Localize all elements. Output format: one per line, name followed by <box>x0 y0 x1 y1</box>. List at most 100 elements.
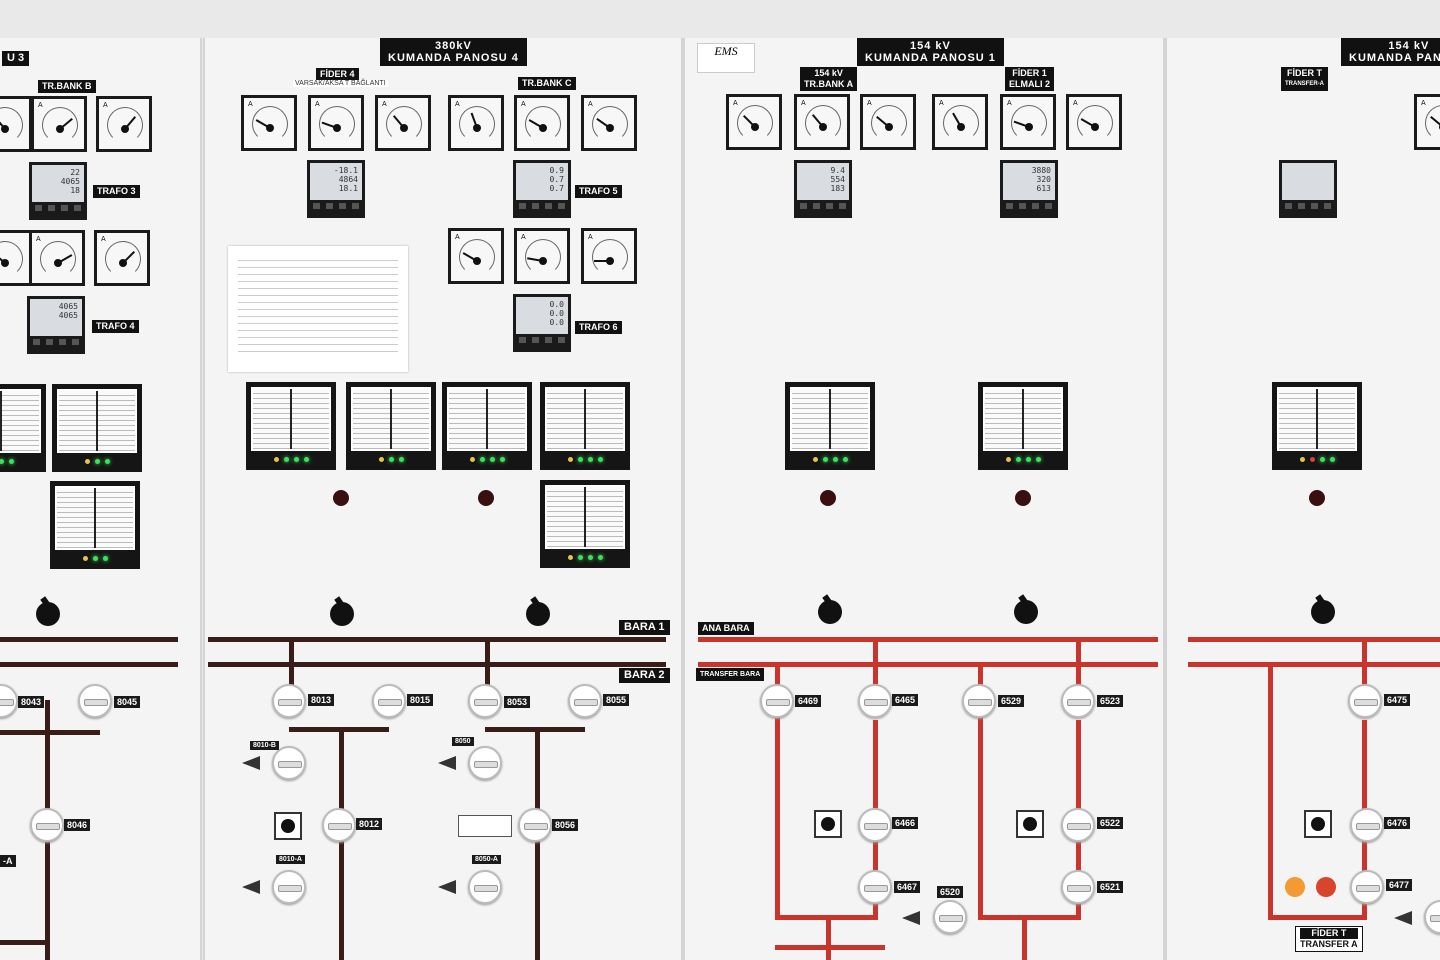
analog-ammeter: A <box>29 230 85 286</box>
busbar-2 <box>0 662 178 667</box>
disconnector-8053[interactable] <box>468 684 502 718</box>
earth-switch-8010-a[interactable] <box>272 870 306 904</box>
disconnector-8012[interactable] <box>322 808 356 842</box>
tag-6476: 6476 <box>1384 817 1411 829</box>
breaker-selector[interactable] <box>1304 810 1332 838</box>
transfer-pushbutton[interactable] <box>1285 877 1305 897</box>
breaker-selector[interactable] <box>814 810 842 838</box>
tag-8055: 8055 <box>603 694 630 706</box>
transfer-bara-bus <box>698 662 1158 667</box>
tag-8053: 8053 <box>504 696 531 708</box>
disconnector-6521[interactable] <box>1061 870 1095 904</box>
disconnector-6522[interactable] <box>1061 808 1095 842</box>
tag-6475: 6475 <box>1384 694 1411 706</box>
bus-branch <box>1268 915 1367 920</box>
local-remote-switch[interactable] <box>1010 594 1040 626</box>
tag-6466: 6466 <box>892 817 919 829</box>
bus-tap <box>289 637 294 697</box>
alarm-dc-indicator <box>820 490 836 506</box>
bus-feeder <box>1022 915 1027 960</box>
disconnector-6477[interactable] <box>1350 870 1384 904</box>
disconnector-6465[interactable] <box>858 684 892 718</box>
tag-6521: 6521 <box>1097 881 1124 893</box>
local-remote-switch[interactable] <box>32 596 62 628</box>
earth-arrow-icon <box>438 880 456 894</box>
disconnector-6467[interactable] <box>858 870 892 904</box>
tag-6465: 6465 <box>892 694 919 706</box>
disconnector-8045[interactable] <box>78 684 112 718</box>
alarm-dc-indicator <box>478 490 494 506</box>
analog-ammeter: A <box>1000 94 1056 150</box>
tag-8050-a: 8050-A <box>472 855 501 864</box>
earth-switch-8050[interactable] <box>468 746 502 780</box>
breaker-selector[interactable] <box>274 812 302 840</box>
tag-6522: 6522 <box>1097 817 1124 829</box>
earth-switch-6520[interactable] <box>933 900 967 934</box>
earth-switch-8050-a[interactable] <box>468 870 502 904</box>
analog-ammeter: A <box>308 95 364 151</box>
protection-relay <box>0 384 46 472</box>
disconnector-8015[interactable] <box>372 684 406 718</box>
label-bara-2: BARA 2 <box>619 668 670 683</box>
bus-tap <box>978 662 983 917</box>
local-remote-switch[interactable] <box>326 596 356 628</box>
disconnector-6469[interactable] <box>760 684 794 718</box>
protection-relay <box>346 382 436 470</box>
earth-arrow-icon <box>902 911 920 925</box>
disconnector-8055[interactable] <box>568 684 602 718</box>
label-trafo-5: TRAFO 5 <box>575 185 622 198</box>
disconnector-6529[interactable] <box>962 684 996 718</box>
bus-feeder <box>535 727 540 960</box>
disconnector-6523[interactable] <box>1061 684 1095 718</box>
disconnector-6476[interactable] <box>1350 808 1384 842</box>
lamp-test-pushbutton[interactable] <box>1316 877 1336 897</box>
bus-tap <box>1362 637 1367 697</box>
analog-ammeter: A <box>794 94 850 150</box>
local-remote-switch[interactable] <box>522 596 552 628</box>
protection-relay <box>246 382 336 470</box>
breaker-selector[interactable] <box>1016 810 1044 838</box>
label-fider-4-sub: VARSAK/AKSA T BAĞLANTI <box>293 80 388 87</box>
tag-earth-partial: -A <box>0 855 16 867</box>
analog-ammeter: A <box>448 95 504 151</box>
protection-relay <box>978 382 1068 470</box>
tag-8045: 8045 <box>114 696 141 708</box>
disconnector-6466[interactable] <box>858 808 892 842</box>
local-remote-switch[interactable] <box>1307 594 1337 626</box>
bus-branch <box>978 915 1081 920</box>
tag-8056: 8056 <box>552 819 579 831</box>
disconnector-8056[interactable] <box>518 808 552 842</box>
label-trafo-4: TRAFO 4 <box>92 320 139 333</box>
analog-ammeter: A <box>932 94 988 150</box>
tag-6523: 6523 <box>1097 695 1124 707</box>
protection-relay <box>52 384 142 472</box>
panel-3 <box>683 38 1165 960</box>
bus-tap <box>485 637 490 697</box>
earth-arrow-icon <box>242 756 260 770</box>
analog-ammeter: A <box>31 96 87 152</box>
bus-feeder <box>826 915 831 960</box>
busbar-1 <box>208 637 666 642</box>
disconnector-8046[interactable] <box>30 808 64 842</box>
earth-switch-8010-b[interactable] <box>272 746 306 780</box>
label-trbank-c: TR.BANK C <box>518 77 576 90</box>
tag-8010-a: 8010-A <box>276 855 305 864</box>
analog-ammeter: A <box>0 96 32 152</box>
disconnector-8013[interactable] <box>272 684 306 718</box>
label-bara-1: BARA 1 <box>619 620 670 635</box>
analog-ammeter: A <box>1066 94 1122 150</box>
tag-6529: 6529 <box>998 695 1025 707</box>
label-ana-bara: ANA BARA <box>698 622 754 635</box>
disconnector-6475[interactable] <box>1348 684 1382 718</box>
analog-ammeter: A <box>860 94 916 150</box>
local-remote-switch[interactable] <box>814 594 844 626</box>
analog-ammeter: A <box>581 95 637 151</box>
